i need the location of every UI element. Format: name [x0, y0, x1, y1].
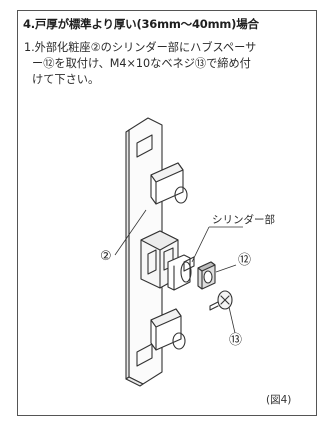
lower-post [150, 308, 186, 351]
leader-lines [114, 209, 243, 334]
instruction-line-1: 1.外部化粧座②のシリンダー部にハブスペーサ [24, 41, 257, 54]
upper-post [150, 162, 188, 205]
content-frame [17, 10, 317, 416]
instruction-line-3: けて下さい。 [32, 73, 100, 86]
cylinder-housing [140, 230, 195, 291]
part-2-callout: ② [100, 249, 112, 264]
section-heading: 4.戸厚が標準より厚い(36mm〜40mm)場合 [23, 17, 259, 31]
part-13-callout: ⑬ [229, 333, 243, 348]
instruction-line-2: ー⑫を取付け、M4×10なベネジ⑬で締め付 [32, 57, 251, 70]
screw [209, 290, 233, 311]
cylinder-callout: シリンダー部 [212, 214, 275, 226]
figure-caption: (図4) [266, 394, 292, 406]
hub-spacer [197, 261, 216, 290]
part-12-callout: ⑫ [238, 253, 252, 268]
instruction-text: 1.外部化粧座②のシリンダー部にハブスペーサ ー⑫を取付け、M4×10なベネジ⑬… [24, 40, 312, 88]
